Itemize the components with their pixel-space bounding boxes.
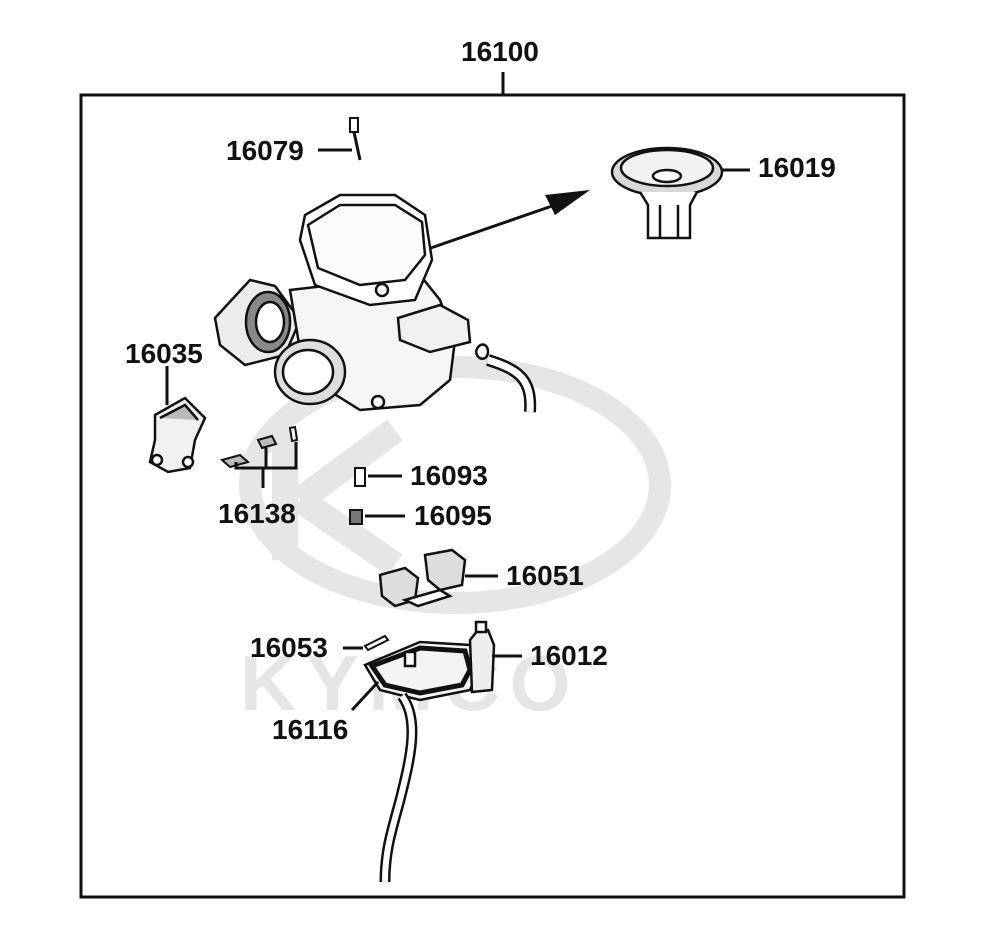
part-16079-screw: [349, 117, 362, 161]
part-drain-hose: [379, 692, 418, 883]
part-label-16095: 16095: [414, 500, 492, 531]
part-label-16116: 16116: [272, 714, 349, 745]
part-16051-float: [378, 548, 467, 608]
arrow-to-16019: [424, 190, 590, 252]
part-16093-jet: [354, 467, 366, 487]
leader-16116: [350, 680, 380, 712]
part-hose: [474, 343, 537, 413]
part-label-16093: 16093: [410, 460, 488, 491]
part-label-16053: 16053: [250, 632, 328, 663]
part-carburetor-body: [213, 193, 472, 412]
part-label-16079: 16079: [226, 135, 304, 166]
part-16019-diaphragm: [610, 146, 724, 240]
part-label-16012: 16012: [530, 640, 608, 671]
part-16053-needle: [363, 634, 390, 652]
assembly-label: 16100: [461, 36, 539, 67]
part-16012-drain: [468, 620, 496, 694]
part-16095-jet: [349, 509, 363, 525]
part-16138-screws: [219, 425, 299, 469]
part-label-16019: 16019: [758, 152, 836, 183]
part-16035-sensor: [148, 396, 207, 474]
part-label-16051: 16051: [506, 560, 584, 591]
part-label-16138: 16138: [218, 498, 296, 529]
part-label-16035: 16035: [125, 338, 203, 369]
leader-16138: [234, 442, 298, 488]
assembly-frame: [79, 93, 906, 899]
